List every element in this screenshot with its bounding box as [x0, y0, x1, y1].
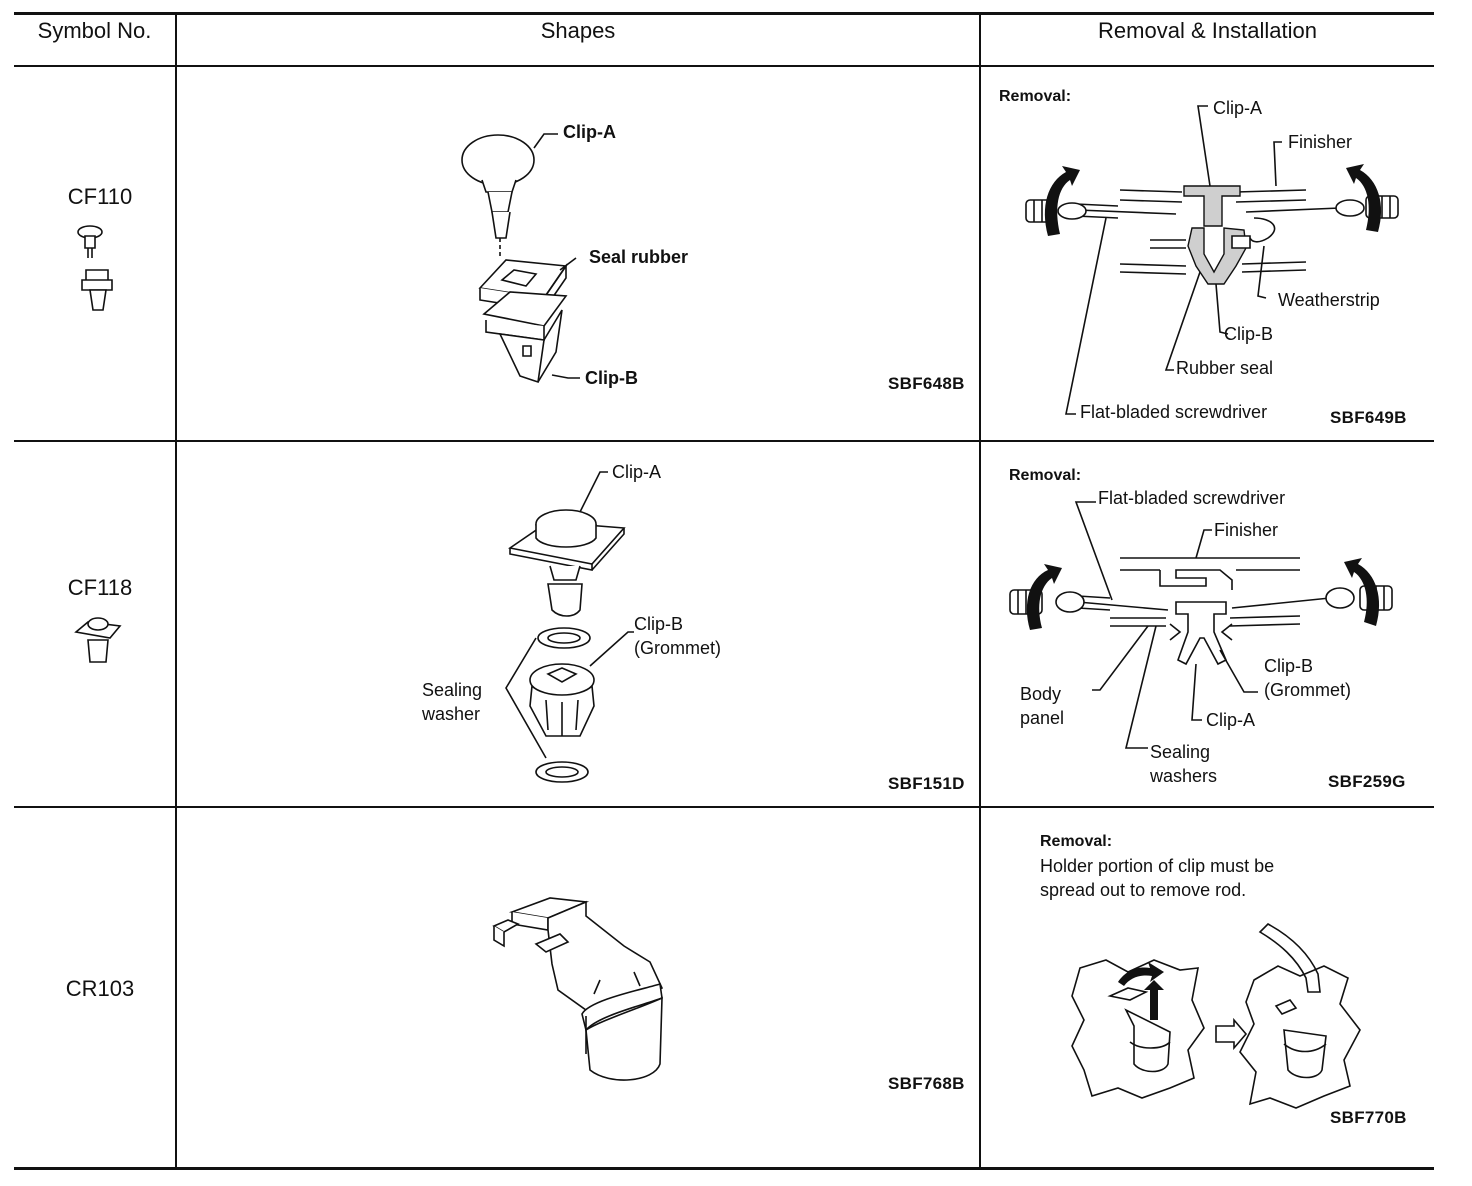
cf118-removal-code: SBF259G	[1328, 772, 1406, 791]
cf110-removal-label-clip-a: Clip-A	[1213, 98, 1263, 118]
cf110-removal-label-weatherstrip: Weatherstrip	[1278, 290, 1380, 310]
cr103-removal-title: Removal:	[1040, 833, 1113, 850]
cf118-label-clip-b: Clip-B	[634, 614, 684, 634]
column-divider-1	[175, 14, 177, 1169]
cf118-removal-label-washers: washers	[1150, 766, 1218, 786]
cf118-removal-drawing	[1000, 490, 1420, 790]
cf118-removal-label-body: Body	[1020, 684, 1062, 704]
cf110-symbol-icon	[70, 222, 130, 317]
cf110-removal-label-clip-b: Clip-B	[1224, 324, 1274, 344]
cf118-shape-code: SBF151D	[888, 774, 965, 793]
cf118-removal-title: Removal:	[1009, 467, 1082, 484]
cf110-removal-label-rubber-seal: Rubber seal	[1176, 358, 1274, 378]
cf110-shape-drawing	[440, 120, 640, 390]
cf110-removal-code: SBF649B	[1330, 408, 1407, 427]
cf118-label-washer: washer	[422, 704, 481, 724]
symbol-cf118: CF118	[67, 575, 133, 600]
header-bottom-rule	[14, 65, 1434, 67]
cr103-removal-drawing	[1070, 920, 1370, 1130]
cf110-label-seal-rubber: Seal rubber	[589, 247, 689, 267]
header-symbol: Symbol No.	[37, 18, 152, 43]
cf118-label-clip-a: Clip-A	[612, 462, 662, 482]
cf110-label-clip-a: Clip-A	[563, 122, 616, 142]
cf118-removal-label-sealing: Sealing	[1150, 742, 1211, 762]
cf118-label-sealing: Sealing	[422, 680, 483, 700]
cf110-removal-drawing	[1010, 96, 1430, 426]
cr103-shape-drawing	[490, 890, 680, 1090]
header-removal: Removal & Installation	[1098, 18, 1317, 43]
cr103-removal-text-line2: spread out to remove rod.	[1040, 880, 1247, 900]
cf118-removal-label-screwdriver: Flat-bladed screwdriver	[1098, 488, 1286, 508]
cf118-removal-label-panel: panel	[1020, 708, 1065, 728]
cf110-label-clip-b: Clip-B	[585, 368, 638, 388]
cf118-removal-label-finisher: Finisher	[1214, 520, 1279, 540]
symbol-cf110: CF110	[67, 184, 133, 209]
column-divider-2	[979, 14, 981, 1169]
cf110-removal-title: Removal:	[999, 88, 1072, 105]
cf118-shape-drawing	[500, 480, 700, 790]
row2-bottom-rule	[14, 806, 1434, 808]
table-top-rule	[14, 12, 1434, 15]
cf118-removal-label-grommet: (Grommet)	[1264, 680, 1351, 700]
cf118-label-grommet: (Grommet)	[634, 638, 721, 658]
cf110-shape-code: SBF648B	[888, 374, 965, 393]
cf118-removal-label-clip-a: Clip-A	[1206, 710, 1256, 730]
cf118-removal-label-clip-b: Clip-B	[1264, 656, 1314, 676]
cr103-removal-code: SBF770B	[1330, 1108, 1407, 1127]
header-shapes: Shapes	[540, 18, 616, 43]
cf110-removal-label-screwdriver: Flat-bladed screwdriver	[1080, 402, 1268, 422]
cf118-symbol-icon	[72, 612, 128, 668]
cf110-removal-label-finisher: Finisher	[1288, 132, 1353, 152]
cr103-shape-code: SBF768B	[888, 1074, 965, 1093]
cr103-removal-text-line1: Holder portion of clip must be	[1040, 856, 1275, 876]
symbol-cr103: CR103	[65, 976, 135, 1001]
row1-bottom-rule	[14, 440, 1434, 442]
table-bottom-rule	[14, 1167, 1434, 1170]
